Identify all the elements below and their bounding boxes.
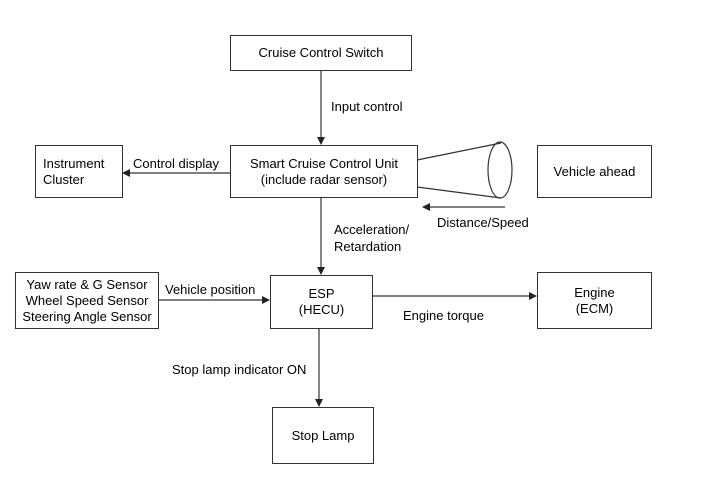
node-label: (ECM) xyxy=(575,300,614,316)
node-label: Cluster xyxy=(43,171,85,187)
radar-cone-top xyxy=(416,142,502,161)
edge-label-control-display: Control display xyxy=(133,156,219,171)
node-label: Wheel Speed Sensor xyxy=(25,292,149,308)
node-label: (HECU) xyxy=(298,302,345,317)
node-label: Smart Cruise Control Unit xyxy=(249,155,399,171)
node-label: Steering Angle Sensor xyxy=(22,308,152,324)
engine-ecm-box: Engine(ECM) xyxy=(537,272,652,329)
radar-cone-bottom xyxy=(416,186,502,199)
node-label: Cruise Control Switch xyxy=(258,45,384,60)
edge-label-distance-speed: Distance/Speed xyxy=(437,215,529,230)
edge-label-line: Acceleration/ xyxy=(334,222,410,237)
edge-label-engine-torque: Engine torque xyxy=(403,308,484,323)
stop-lamp-box: Stop Lamp xyxy=(272,407,374,464)
node-label: Instrument xyxy=(43,155,105,171)
smart-cruise-control-unit-box: Smart Cruise Control Unit(include radar … xyxy=(230,145,418,198)
edge-label-acceleration: Acceleration/Retardation xyxy=(334,222,409,255)
radar-beam-ellipse xyxy=(487,141,513,199)
node-label: (include radar sensor) xyxy=(260,171,388,187)
vehicle-ahead-box: Vehicle ahead xyxy=(537,145,652,198)
node-label: Engine xyxy=(574,284,615,300)
node-label: ESP xyxy=(308,286,335,301)
edge-label-input-control: Input control xyxy=(331,99,403,114)
node-label: Vehicle ahead xyxy=(553,163,636,179)
esp-hecu-box: ESP(HECU) xyxy=(270,275,373,329)
cruise-control-switch-box: Cruise Control Switch xyxy=(230,35,412,71)
edge-label-stop-lamp-indicator: Stop lamp indicator ON xyxy=(172,362,307,377)
node-label: Stop Lamp xyxy=(291,427,355,443)
edge-label-vehicle-position: Vehicle position xyxy=(165,282,256,297)
edge-label-line: Retardation xyxy=(334,239,402,254)
node-label: Yaw rate & G Sensor xyxy=(26,276,148,292)
